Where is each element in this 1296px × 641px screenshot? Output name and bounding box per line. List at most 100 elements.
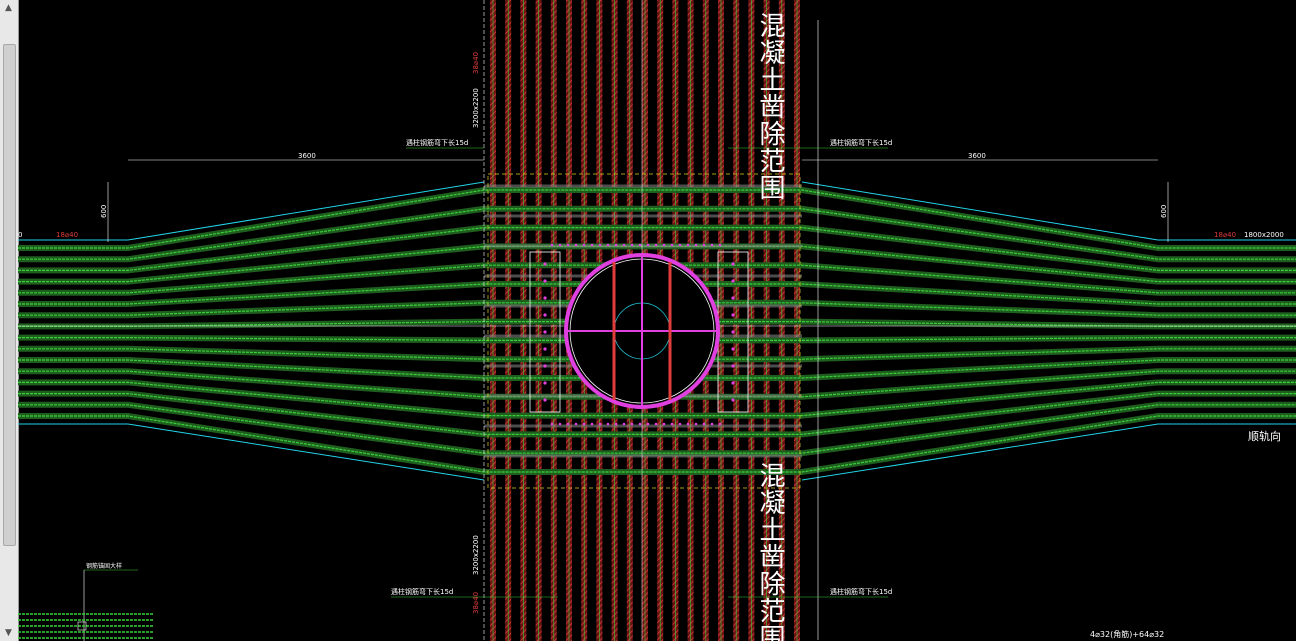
anchor-note-top-right: 遇柱钢筋弯下长15d <box>830 138 892 147</box>
beam-edge-bottom-right <box>801 423 1159 481</box>
bolt-dot <box>598 422 602 426</box>
bolt-dot <box>614 422 618 426</box>
bolt-dot <box>718 422 722 426</box>
bolt-dot <box>731 296 735 300</box>
bolt-dot <box>590 422 594 426</box>
bolt-dot <box>574 422 578 426</box>
red-tag-right: 18⌀40 <box>1214 231 1236 239</box>
bolt-dot <box>598 243 602 247</box>
bolt-dot <box>694 422 698 426</box>
bolt-dot <box>702 422 706 426</box>
bolt-dot <box>582 422 586 426</box>
beam-rebar-band <box>18 390 1296 438</box>
bolt-dot <box>731 279 735 283</box>
bolt-dot <box>670 422 674 426</box>
arrow-down-icon[interactable]: ▼ <box>5 628 12 638</box>
bolt-dot <box>566 243 570 247</box>
bolt-dot <box>654 243 658 247</box>
detail-note: 钢筋锚固大样 <box>86 562 122 570</box>
red-tag-top: 38⌀40 <box>472 52 480 74</box>
bolt-dot <box>662 243 666 247</box>
bolt-dot <box>670 243 674 247</box>
bolt-dot <box>606 243 610 247</box>
side-plate <box>529 251 561 413</box>
big-text-upper: 混凝土凿除范围 <box>755 12 785 201</box>
bolt-dot <box>710 422 714 426</box>
bolt-dot <box>678 422 682 426</box>
arrow-up-icon[interactable]: ▲ <box>5 3 12 13</box>
circular-pier <box>529 243 749 426</box>
red-tag-bottom: 38⌀40 <box>472 592 480 614</box>
cad-drawing-canvas[interactable]: 3600 3600 600 600 3200x2200 3200x2200 18… <box>18 0 1296 641</box>
beam-rebar-line <box>18 415 1296 473</box>
bolt-dot <box>550 243 554 247</box>
bolt-dot <box>543 330 547 334</box>
bolt-dot <box>731 313 735 317</box>
red-tag-left: 18⌀40 <box>56 231 78 239</box>
left-edge-text: 0 <box>18 231 22 239</box>
bolt-dot <box>590 243 594 247</box>
bolt-dot <box>582 243 586 247</box>
bolt-dot <box>558 243 562 247</box>
anchor-note-top-left: 遇柱钢筋弯下长15d <box>406 138 468 147</box>
bolt-dot <box>558 422 562 426</box>
bolt-dot <box>550 422 554 426</box>
bolt-dot <box>718 243 722 247</box>
dim-left-label: 3600 <box>298 152 316 160</box>
beam-size-top: 3200x2200 <box>472 88 480 128</box>
bolt-dot <box>638 243 642 247</box>
bolt-dot <box>606 422 610 426</box>
bolt-dot <box>731 364 735 368</box>
dim-right-label: 3600 <box>968 152 986 160</box>
beam-edge-top-right <box>801 181 1159 241</box>
bolt-dot <box>543 262 547 266</box>
bolt-dot <box>543 296 547 300</box>
dim-right-vertical-label: 600 <box>1160 205 1168 218</box>
bolt-dot <box>646 243 650 247</box>
beam-size-right: 1800x2000 <box>1244 231 1284 239</box>
beam-rebar-line <box>18 381 1296 417</box>
beam-edge-bottom-left <box>127 423 485 481</box>
bolt-dot <box>731 262 735 266</box>
detail-marker <box>77 621 87 631</box>
bottom-note: 4⌀32(角筋)+64⌀32 <box>1090 629 1164 639</box>
bolt-dot <box>543 381 547 385</box>
bolt-dot <box>662 422 666 426</box>
anchor-note-bottom-left: 遇柱钢筋弯下长15d <box>391 587 453 596</box>
bolt-dot <box>731 347 735 351</box>
bolt-dot <box>731 381 735 385</box>
bolt-dot <box>543 313 547 317</box>
direction-note: 顺轨向 <box>1248 429 1281 443</box>
scrollbar-thumb[interactable] <box>3 44 16 546</box>
bolt-dot <box>694 243 698 247</box>
bolt-dot <box>731 330 735 334</box>
beam-size-bottom: 3200x2200 <box>472 535 480 575</box>
vertical-scrollbar[interactable]: ▲ ▼ <box>0 0 19 641</box>
bolt-dot <box>566 422 570 426</box>
bolt-dot <box>630 422 634 426</box>
bolt-dot <box>543 279 547 283</box>
beam-rebar-line <box>18 404 1296 454</box>
beam-rebar-line <box>18 208 1296 260</box>
bolt-dot <box>543 398 547 402</box>
bolt-dot <box>654 422 658 426</box>
anchor-note-bottom-right: 遇柱钢筋弯下长15d <box>830 587 892 596</box>
dim-left-vertical-label: 600 <box>100 205 108 218</box>
bolt-dot <box>622 422 626 426</box>
joint-outline <box>487 173 801 489</box>
bolt-dot <box>731 398 735 402</box>
bolt-dot <box>686 422 690 426</box>
bolt-dot <box>543 364 547 368</box>
bolt-dot <box>543 347 547 351</box>
beam-rebar-line <box>18 227 1296 271</box>
bolt-dot <box>710 243 714 247</box>
beam-rebar-line <box>18 189 1296 249</box>
bolt-dot <box>678 243 682 247</box>
bolt-dot <box>646 422 650 426</box>
bolt-dot <box>638 422 642 426</box>
bolt-dot <box>574 243 578 247</box>
beam-edge-top-left <box>127 181 485 241</box>
bolt-dot <box>702 243 706 247</box>
big-text-lower: 混凝土凿除范围 <box>755 462 785 641</box>
bolt-dot <box>686 243 690 247</box>
